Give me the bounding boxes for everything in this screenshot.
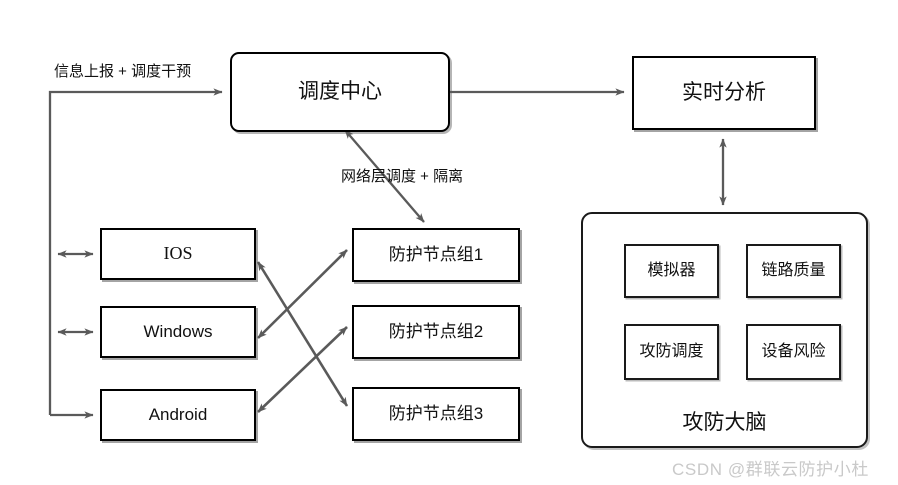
- node-dispatch-center[interactable]: 调度中心: [230, 52, 450, 132]
- node-realtime-analysis[interactable]: 实时分析: [632, 56, 816, 130]
- node-protection-group-1[interactable]: 防护节点组1: [352, 228, 520, 282]
- brain-item-attack-defense-dispatch[interactable]: 攻防调度: [624, 324, 719, 380]
- brain-item-link-quality[interactable]: 链路质量: [746, 244, 841, 298]
- node-ios[interactable]: IOS: [100, 228, 256, 280]
- brain-item-device-risk[interactable]: 设备风险: [746, 324, 841, 380]
- edge-label-network-layer: 网络层调度 + 隔离: [341, 168, 464, 185]
- watermark-csdn: CSDN @群联云防护小杜: [672, 460, 869, 479]
- node-protection-group-3[interactable]: 防护节点组3: [352, 387, 520, 441]
- panel-title-attack-defense-brain: 攻防大脑: [682, 411, 767, 434]
- edge-android-nodegroup2: [257, 326, 348, 413]
- panel-attack-defense-brain: 模拟器 链路质量 攻防调度 设备风险 攻防大脑: [581, 212, 868, 448]
- edge-ios-nodegroup3: [256, 261, 349, 407]
- node-android[interactable]: Android: [100, 389, 256, 441]
- edge-windows-nodegroup1: [257, 249, 348, 339]
- node-protection-group-2[interactable]: 防护节点组2: [352, 305, 520, 359]
- node-windows[interactable]: Windows: [100, 306, 256, 358]
- brain-item-simulator[interactable]: 模拟器: [624, 244, 719, 298]
- edge-label-report-and-intervene: 信息上报 + 调度干预: [54, 63, 192, 80]
